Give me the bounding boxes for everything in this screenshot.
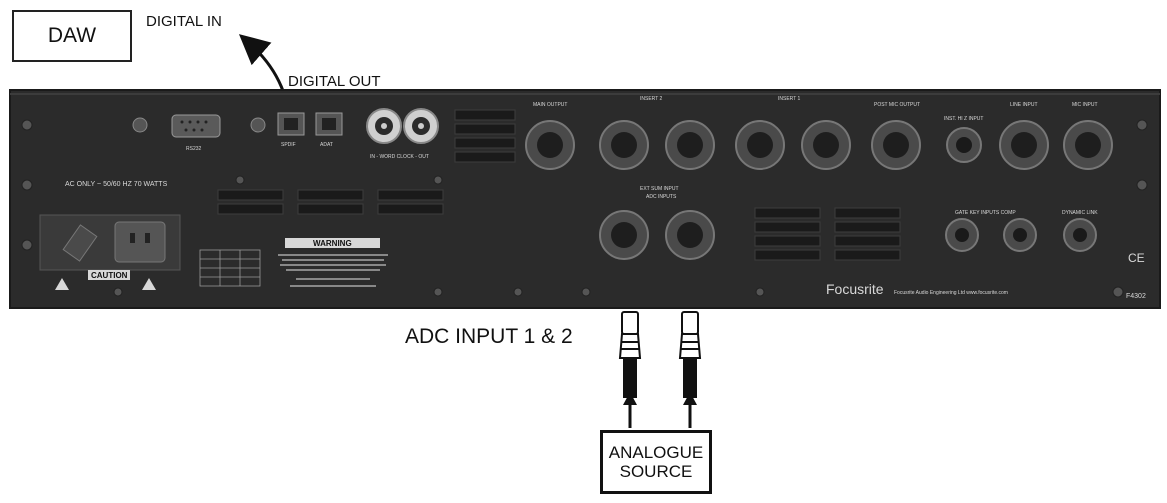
- xlr-cable-2: [678, 311, 702, 428]
- daw-box: DAW: [12, 10, 132, 62]
- warning-badge: [285, 238, 380, 248]
- top-xlr-row: [525, 120, 1113, 170]
- insert-1-label: INSERT 1: [778, 96, 801, 102]
- voltage-selector: [62, 224, 98, 262]
- brand-subtext: Focusrite Audio Engineering Ltd www.focu…: [894, 290, 1008, 296]
- adc-inputs-label: ADC INPUTS: [646, 194, 677, 200]
- fuse-table: [199, 249, 261, 287]
- warning-text: WARNING: [313, 239, 352, 248]
- rs232-port: [171, 114, 221, 138]
- digital-out-label: DIGITAL OUT: [288, 73, 381, 90]
- caution-text: CAUTION: [91, 271, 128, 280]
- gate-comp-label: GATE KEY INPUTS COMP: [955, 210, 1016, 216]
- adc-input-xlrs: [599, 210, 715, 260]
- caution-triangle-right: [142, 278, 156, 290]
- insert-2-label: INSERT 2: [640, 96, 663, 102]
- adc-input-label: ADC INPUT 1 & 2: [405, 325, 573, 348]
- ce-mark: CE: [1128, 251, 1145, 265]
- xlr-cable-1: [618, 311, 642, 428]
- main-output-label: MAIN OUTPUT: [533, 102, 567, 108]
- word-clock-label: IN - WORD CLOCK - OUT: [370, 154, 429, 160]
- ext-sum-label: EXT SUM INPUT: [640, 186, 679, 192]
- analogue-source-box: ANALOGUE SOURCE: [600, 430, 712, 494]
- brand-logo-text: Focusrite: [826, 281, 884, 297]
- digital-in-label: DIGITAL IN: [146, 13, 222, 30]
- inst-input-label: INST. HI Z INPUT: [944, 116, 983, 122]
- post-mic-output-label: POST MIC OUTPUT: [874, 102, 920, 108]
- rack-panel: [9, 89, 1161, 309]
- adat-label: ADAT: [320, 142, 333, 148]
- warning-fine-print: [278, 254, 388, 287]
- analogue-source-line1: ANALOGUE: [608, 443, 704, 462]
- ac-rating-text: AC ONLY ~ 50/60 HZ 70 WATTS: [65, 181, 168, 188]
- spdif-label: SPDIF: [281, 142, 296, 148]
- caution-badge: [88, 270, 130, 280]
- model-number: F4302: [1126, 293, 1146, 300]
- daw-label: DAW: [47, 24, 97, 47]
- toggle-switch-2: [250, 117, 266, 133]
- key-input-jacks: [945, 218, 1097, 252]
- caution-triangle-left: [55, 278, 69, 290]
- rs232-label: RS232: [186, 146, 202, 152]
- mic-input-label: MIC INPUT: [1072, 102, 1098, 108]
- vent-slots: [217, 109, 901, 261]
- analogue-source-line2: SOURCE: [619, 462, 693, 481]
- iec-socket: [114, 221, 166, 263]
- dynamic-link-label: DYNAMIC LINK: [1062, 210, 1098, 216]
- toggle-switch-1: [132, 117, 148, 133]
- line-input-label: LINE INPUT: [1010, 102, 1038, 108]
